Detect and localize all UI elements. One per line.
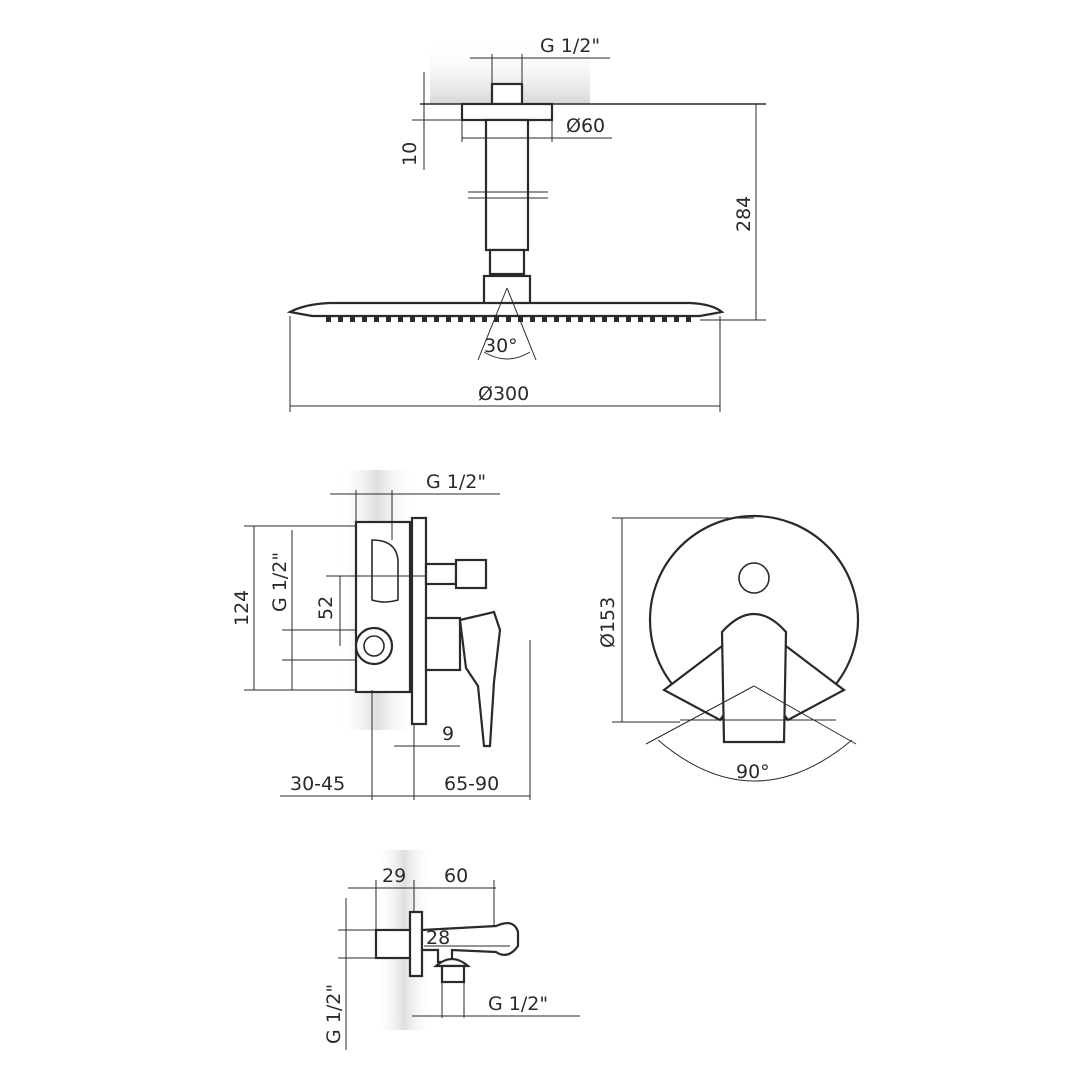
dim-mixer-wall-depth: 30-45 — [290, 773, 345, 795]
nozzle — [326, 316, 331, 322]
dim-head-total-height: 284 — [733, 196, 755, 232]
shower-head-view: G 1/2" Ø60 10 284 Ø300 30° — [286, 35, 766, 412]
nozzle — [338, 316, 343, 322]
nozzle — [470, 316, 475, 322]
nozzle — [374, 316, 379, 322]
nozzle — [662, 316, 667, 322]
ceiling-nipple — [490, 82, 524, 106]
dim-head-diameter: Ø300 — [478, 383, 529, 405]
nozzle — [362, 316, 367, 322]
nozzle — [410, 316, 415, 322]
spray-line-left — [477, 287, 508, 361]
nozzle — [518, 316, 523, 322]
nozzle — [674, 316, 679, 322]
rotation-line-right — [753, 685, 857, 745]
nozzle — [506, 316, 511, 322]
dim-outlet-height: 28 — [426, 927, 450, 949]
dim-head-spray-angle: 30° — [484, 335, 518, 357]
ceiling-arm — [484, 118, 530, 252]
nozzle — [590, 316, 595, 322]
nozzle — [458, 316, 463, 322]
dim-head-thread: G 1/2" — [540, 35, 600, 57]
nozzle — [566, 316, 571, 322]
mixer-side-view: G 1/2" 124 G 1/2" 52 9 30-45 65-90 — [231, 470, 531, 800]
head-plate — [286, 301, 725, 318]
dim-outlet-thread-side: G 1/2" — [323, 984, 345, 1044]
mixer-box — [354, 520, 412, 694]
nozzle — [482, 316, 487, 322]
outlet-body — [420, 921, 520, 964]
nozzle — [446, 316, 451, 322]
nozzle — [614, 316, 619, 322]
mixer-front-view: Ø153 90° — [597, 514, 860, 783]
nozzle — [554, 316, 559, 322]
spray-line-right — [506, 287, 537, 361]
mixer-upper-nut — [454, 558, 488, 590]
dim-mixer-height: 124 — [231, 590, 253, 626]
dim-mixer-plate-diameter: Ø153 — [597, 597, 619, 648]
nozzle — [602, 316, 607, 322]
nozzle — [350, 316, 355, 322]
mixer-lever — [458, 610, 502, 748]
nozzle — [686, 316, 691, 322]
wall-outlet-view: 29 60 28 G 1/2" G 1/2" — [323, 850, 580, 1050]
dim-mixer-thread-top: G 1/2" — [426, 471, 486, 493]
nozzle — [578, 316, 583, 322]
nozzle — [542, 316, 547, 322]
front-diverter-button — [738, 562, 770, 594]
dim-mixer-thread-side: G 1/2" — [269, 552, 291, 612]
outlet-hose-thread — [440, 964, 466, 984]
head-hub — [482, 274, 532, 308]
dim-head-flange-diameter: Ø60 — [566, 115, 605, 137]
mixer-upper-outlet — [424, 562, 458, 586]
nozzle — [398, 316, 403, 322]
nozzle — [650, 316, 655, 322]
dim-mixer-outlet-offset: 52 — [315, 596, 337, 620]
nozzle — [530, 316, 535, 322]
outlet-cover-plate — [408, 910, 424, 978]
nozzle — [386, 316, 391, 322]
nozzle — [422, 316, 427, 322]
dim-mixer-lever-rotation: 90° — [736, 761, 770, 783]
outlet-nipple — [374, 928, 414, 960]
mixer-cartridge — [424, 616, 462, 672]
dim-mixer-plate-thickness: 9 — [442, 723, 454, 745]
mixer-box-detail — [371, 539, 399, 603]
dim-outlet-thread-bottom: G 1/2" — [488, 993, 548, 1015]
nozzle — [434, 316, 439, 322]
dim-mixer-projection: 65-90 — [444, 773, 499, 795]
mixer-inlet-bore — [363, 635, 385, 657]
spray-angle-arc — [483, 351, 531, 360]
head-connector — [488, 248, 526, 276]
dim-head-flange-height: 10 — [399, 142, 421, 166]
nozzle — [638, 316, 643, 322]
mixer-cover-plate — [410, 516, 428, 726]
dim-outlet-plate-depth: 29 — [382, 865, 406, 887]
head-nozzles — [326, 316, 691, 322]
nozzle — [626, 316, 631, 322]
dim-outlet-length: 60 — [444, 865, 468, 887]
nozzle — [494, 316, 499, 322]
rotation-line-left — [645, 685, 755, 745]
front-handle-center — [720, 612, 788, 744]
ceiling-flange — [460, 102, 554, 122]
rotation-arc — [657, 739, 853, 782]
mixer-inlet-ring — [354, 626, 394, 666]
outlet-hose-connector — [433, 957, 471, 968]
